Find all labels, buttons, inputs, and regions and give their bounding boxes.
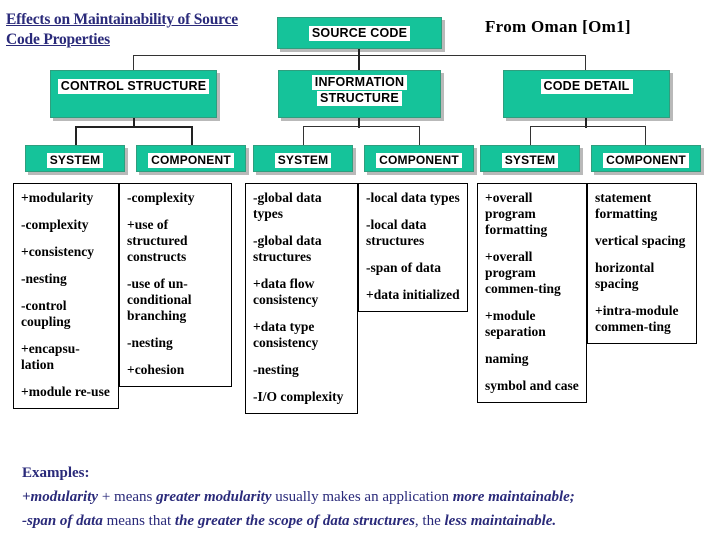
property-column-component: -complexity +use of structured constructs… [119,183,232,387]
property-table-information-structure: -global data types -global data structure… [245,183,468,414]
connector-root-down [358,49,360,57]
connector-drop-g1-component [191,126,193,146]
example-2-term: -span of data [22,513,103,529]
source-credit: From Oman [Om1] [485,17,631,36]
tree-leaf-1-system[interactable]: SYSTEM [25,145,125,172]
property-item: -control coupling [21,298,71,329]
connector-bus-group2 [303,126,420,127]
property-item: naming [485,351,529,366]
tree-leaf-label: COMPONENT [603,153,689,168]
tree-node-label-line1: INFORMATION [311,75,408,90]
property-column-system: +overall program formatting +overall prog… [477,183,587,403]
property-item: -nesting [21,271,67,286]
property-item: +data initialized [366,287,460,302]
property-item: -nesting [253,362,299,377]
property-item: +modularity [21,190,94,205]
connector-bus-group1 [75,126,193,128]
property-item: -span of data [366,260,442,275]
example-2-emph-1: the greater the scope of data structures [174,513,415,529]
property-item: statement formatting [595,190,658,221]
tree-leaf-3-system[interactable]: SYSTEM [253,145,353,172]
connector-drop-g2-component [419,126,420,146]
tree-leaf-2-component[interactable]: COMPONENT [136,145,246,172]
example-1-text-a: + means [98,489,157,505]
tree-node-code-detail[interactable]: CODE DETAIL [503,70,670,118]
connector-drop-g3-system [530,126,531,146]
tree-node-label-line2: STRUCTURE [317,91,402,106]
property-column-component: statement formatting vertical spacing hori… [587,183,697,344]
property-item: -use of un-conditional branching [127,276,192,323]
property-item: -complexity [21,217,89,232]
connector-drop-information-structure [358,55,360,70]
tree-leaf-5-system[interactable]: SYSTEM [480,145,580,172]
tree-node-information-structure[interactable]: INFORMATION STRUCTURE [278,70,441,118]
page-title: Effects on Maintainability of Source Cod… [6,11,238,48]
tree-node-label-stack: INFORMATION STRUCTURE [279,75,440,106]
connector-drop-g1-system [75,126,77,146]
example-1-text-b: usually makes an application [271,489,453,505]
property-item: +data type consistency [253,319,319,350]
examples-block: Examples: +modularity + means greater mo… [22,461,712,533]
property-item: -local data types [366,190,460,205]
property-item: -complexity [127,190,195,205]
property-item: -nesting [127,335,173,350]
property-item: -global data structures [253,233,322,264]
property-item: +use of structured constructs [127,217,188,264]
property-column-system: -global data types -global data structure… [245,183,358,414]
example-2-text-a: means that [102,513,175,529]
connector-drop-g3-component [645,126,646,146]
property-item: -global data types [253,190,322,221]
examples-heading: Examples: [22,465,90,481]
connector-drop-control-structure [133,55,134,70]
property-item: +intra-module commen-ting [595,303,679,334]
property-item: +overall program formatting [485,190,548,237]
property-column-system: +modularity -complexity +consistency -nesti… [13,183,119,409]
connector-control-structure-down [133,118,135,128]
example-1-emph-2: more maintainable; [452,489,575,505]
property-table-code-detail: +overall program formatting +overall prog… [477,183,697,403]
tree-node-label: CONTROL STRUCTURE [57,79,210,94]
tree-leaf-label: COMPONENT [148,153,234,168]
property-column-component: -local data types -local data structures -… [358,183,468,312]
tree-leaf-6-component[interactable]: COMPONENT [591,145,701,172]
connector-drop-code-detail [585,55,586,70]
property-item: -I/O complexity [253,389,344,404]
example-2-text-b: , the [414,513,445,529]
tree-node-label: CODE DETAIL [540,79,633,94]
property-item: +cohesion [127,362,185,377]
connector-bus-group3 [530,126,646,127]
connector-information-structure-down [358,118,360,128]
property-item: symbol and case [485,378,579,393]
tree-leaf-4-component[interactable]: COMPONENT [364,145,474,172]
property-item: +module re-use [21,384,110,399]
property-item: +data flow consistency [253,276,319,307]
tree-leaf-label: SYSTEM [501,153,559,168]
property-item: vertical spacing [595,233,686,248]
tree-node-label: SOURCE CODE [308,26,411,41]
example-1-term: +modularity [22,489,99,505]
property-item: +consistency [21,244,94,259]
example-1-emph-1: greater modularity [156,489,272,505]
tree-leaf-label: SYSTEM [46,153,104,168]
property-item: +encapsu-lation [21,341,80,372]
property-table-control-structure: +modularity -complexity +consistency -nesti… [13,183,232,409]
example-line-1: +modularity + means greater modularity u… [22,485,712,509]
tree-node-control-structure[interactable]: CONTROL STRUCTURE [50,70,217,118]
property-item: -local data structures [366,217,427,248]
property-item: horizontal spacing [595,260,655,291]
connector-drop-g2-system [303,126,304,146]
connector-code-detail-down [585,118,587,128]
tree-node-source-code[interactable]: SOURCE CODE [277,17,442,49]
example-2-emph-2: less maintainable. [444,513,557,529]
tree-leaf-label: COMPONENT [376,153,462,168]
property-item: +overall program commen-ting [485,249,561,296]
example-line-2: -span of data means that the greater the… [22,509,712,533]
property-item: +module separation [485,308,546,339]
tree-leaf-label: SYSTEM [274,153,332,168]
